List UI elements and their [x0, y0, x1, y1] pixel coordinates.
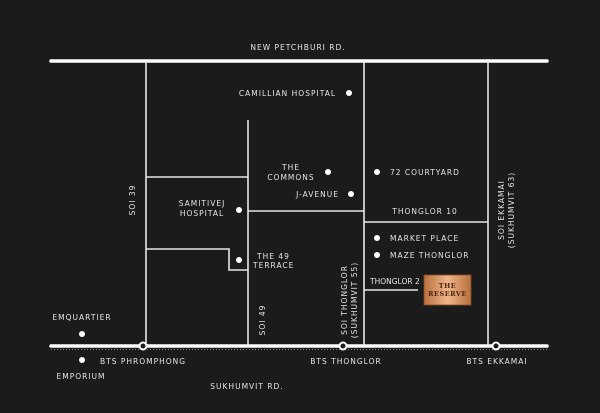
thonglor-2-label: THONGLOR 2: [369, 277, 420, 286]
maze-label: MAZE THONGLOR: [390, 251, 469, 260]
bts-thonglor-marker: [338, 341, 348, 351]
the-reserve-label-1: THE: [439, 282, 456, 290]
market-dot: [374, 235, 380, 241]
side-road: [146, 248, 248, 271]
terrace-dot: [236, 257, 242, 263]
emquartier-dot: [79, 331, 85, 337]
javenue-dot: [348, 191, 354, 197]
bts-thonglor-label: BTS THONGLOR: [310, 357, 381, 366]
commons-dot: [325, 169, 331, 175]
javenue-label: J-AVENUE: [295, 190, 339, 199]
bts-phromphong-label: BTS PHROMPHONG: [100, 357, 186, 366]
soi-39-label: SOI 39: [128, 185, 137, 216]
emporium-dot: [79, 357, 85, 363]
market-label: MARKET PLACE: [390, 234, 459, 243]
terrace-label-1: THE 49: [256, 252, 290, 261]
samitivej-dot: [236, 207, 242, 213]
commons-label-2: COMMONS: [267, 173, 314, 182]
soi-49-label: SOI 49: [258, 305, 267, 336]
thonglor-10-label: THONGLOR 10: [391, 207, 458, 216]
soi-ekkamai-label: SOI EKKAMAI: [497, 180, 506, 240]
emquartier-label: EMQUARTIER: [52, 313, 111, 322]
bts-ekkamai-marker: [491, 341, 501, 351]
courtyard-dot: [374, 169, 380, 175]
bts-ekkamai-label: BTS EKKAMAI: [466, 357, 527, 366]
the-reserve-label-2: RESERVE: [428, 290, 467, 298]
emporium-label: EMPORIUM: [56, 372, 105, 381]
soi-ekkamai-sub-label: (SUKHUMVIT 63): [507, 172, 516, 248]
camillian-dot: [346, 90, 352, 96]
soi-thonglor-label: SOI THONGLOR: [340, 265, 349, 335]
courtyard-label: 72 COURTYARD: [390, 168, 460, 177]
samitivej-label-2: HOSPITAL: [180, 209, 224, 218]
maze-dot: [374, 252, 380, 258]
commons-label-1: THE: [281, 163, 300, 172]
bts-phromphong-marker: [138, 341, 148, 351]
new-petchburi-label: NEW PETCHBURI RD.: [250, 43, 345, 52]
sukhumvit-label: SUKHUMVIT RD.: [210, 382, 283, 391]
soi-thonglor-sub-label: (SUKHUMVIT 55): [350, 262, 359, 338]
samitivej-label-1: SAMITIVEJ: [179, 199, 226, 208]
the-reserve-marker: THE RESERVE: [423, 274, 472, 306]
terrace-label-2: TERRACE: [252, 261, 294, 270]
camillian-label: CAMILLIAN HOSPITAL: [239, 89, 336, 98]
